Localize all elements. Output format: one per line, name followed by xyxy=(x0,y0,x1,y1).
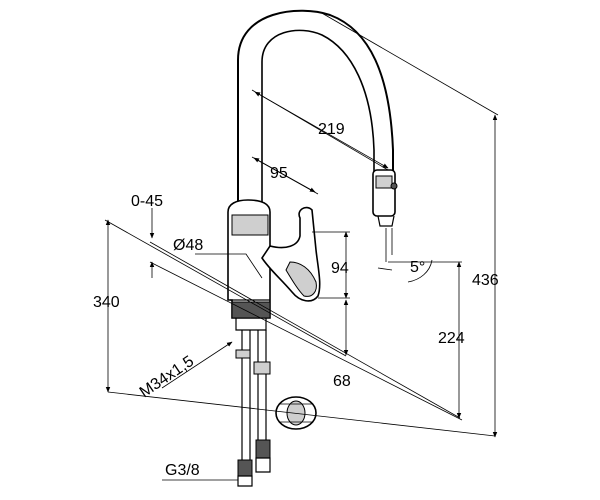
water-stream xyxy=(385,228,393,262)
label-handle-offset: 95 xyxy=(270,165,288,182)
dimension-lines xyxy=(104,11,499,481)
faucet xyxy=(227,9,398,487)
lever-handle xyxy=(261,206,321,302)
label-reach: 219 xyxy=(318,121,345,138)
label-swivel: 0-45 xyxy=(131,193,163,210)
faucet-body xyxy=(227,199,271,331)
label-spout-height: 224 xyxy=(438,330,465,347)
supply-hoses xyxy=(235,330,271,487)
label-thread: M34x1,5 xyxy=(137,353,197,401)
label-handle-height: 94 xyxy=(331,260,349,277)
label-diameter: Ø48 xyxy=(173,237,203,254)
label-connection: G3/8 xyxy=(165,462,200,479)
label-depth: 68 xyxy=(333,373,351,390)
label-body-height: 340 xyxy=(93,294,120,311)
label-angle: 5° xyxy=(410,259,425,276)
label-total-height: 436 xyxy=(472,272,499,289)
spray-head xyxy=(372,169,398,227)
